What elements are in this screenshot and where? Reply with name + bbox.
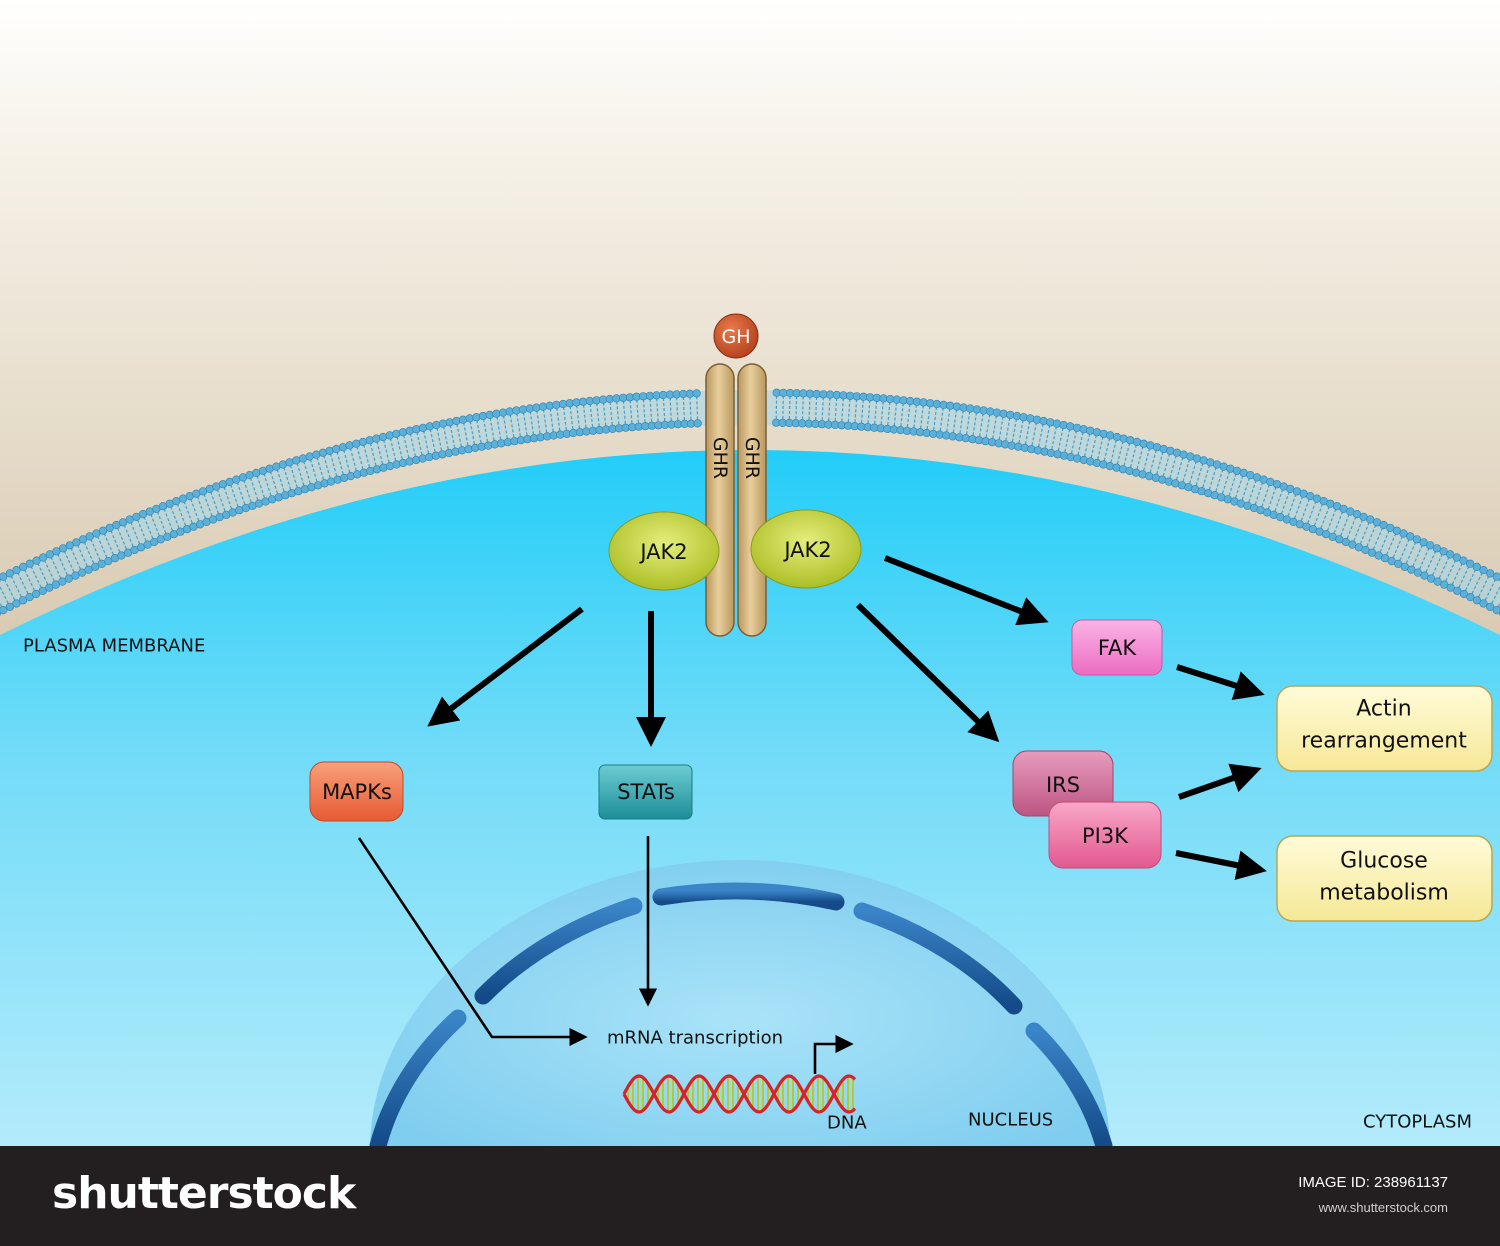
transcription-start-arrow — [813, 1034, 854, 1074]
actin-label-line2: rearrangement — [1301, 729, 1467, 754]
glucose-label-line1: Glucose — [1340, 849, 1428, 874]
fak-node: FAK — [1071, 619, 1163, 676]
jak2-left-label: JAK2 — [638, 540, 687, 564]
ghr-right-label: GHR — [741, 437, 763, 479]
shutterstock-logo: shutterstock — [52, 1168, 356, 1219]
nuclear-envelope-segment — [652, 882, 845, 911]
cytoplasm-label: CYTOPLASM — [1363, 1112, 1472, 1133]
dna-label: DNA — [827, 1113, 867, 1134]
fak-label: FAK — [1098, 636, 1138, 660]
actin-label-line1: Actin — [1356, 697, 1411, 722]
arrow-jak2-to-fak — [883, 555, 1049, 626]
mapks-node: MAPKs — [309, 761, 404, 822]
arrow-mapks-to-dna — [357, 837, 588, 1047]
nucleus — [369, 860, 1113, 1155]
gh-label: GH — [721, 326, 750, 348]
stock-footer-bar: shutterstock IMAGE ID: 238961137 www.shu… — [0, 1146, 1500, 1246]
glucose-metabolism-box: Glucose metabolism — [1276, 835, 1493, 922]
arrow-jak2-to-irs — [855, 602, 1000, 743]
arrow-pi3k-to-glucose — [1175, 850, 1267, 881]
arrow-pi3k-to-actin — [1178, 763, 1262, 800]
gh-ligand: GH — [713, 313, 759, 359]
stats-node: STATs — [598, 764, 693, 820]
plasma-membrane-label: PLASMA MEMBRANE — [23, 636, 205, 657]
jak2-right: JAK2 — [750, 509, 862, 589]
mapks-label: MAPKs — [322, 780, 392, 804]
jak2-left: JAK2 — [608, 511, 720, 591]
mrna-transcription-label: mRNA transcription — [607, 1028, 783, 1049]
irs-label: IRS — [1046, 773, 1080, 797]
glucose-label-line2: metabolism — [1319, 881, 1449, 906]
irs-node: IRS — [1012, 750, 1114, 817]
arrow-fak-to-actin — [1176, 664, 1265, 701]
actin-rearrangement-box: Actin rearrangement — [1276, 685, 1493, 772]
gh-signaling-diagram: GHR GHR GH JAK2 JAK2 MAPKs STATs — [0, 0, 1500, 1155]
pi3k-node: PI3K — [1048, 801, 1162, 869]
ghr-left — [705, 363, 735, 637]
arrow-jak2-to-mapks — [427, 606, 584, 727]
pi3k-label: PI3K — [1082, 824, 1129, 848]
dna-helix — [622, 1074, 857, 1114]
image-id: IMAGE ID: 238961137 — [1298, 1174, 1448, 1191]
nuclear-envelope-segment — [474, 897, 643, 1005]
ghr-left-label: GHR — [709, 437, 731, 479]
nuclear-envelope-segment — [853, 902, 1023, 1015]
stats-label: STATs — [617, 780, 675, 804]
nucleus-label: NUCLEUS — [968, 1110, 1053, 1131]
jak2-right-label: JAK2 — [782, 538, 831, 562]
nuclear-envelope-segment — [1025, 1022, 1113, 1155]
nuclear-envelope-segment — [369, 1009, 467, 1155]
site-url: www.shutterstock.com — [1318, 1200, 1448, 1215]
ghr-right — [737, 363, 767, 637]
